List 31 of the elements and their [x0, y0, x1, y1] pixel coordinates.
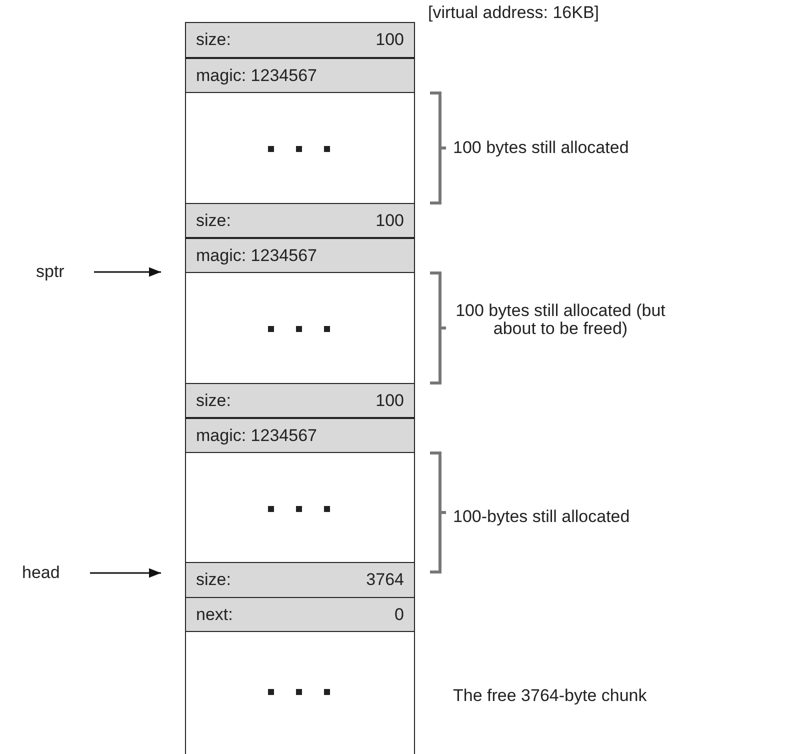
header-field: [185, 383, 415, 418]
arrow: [90, 568, 161, 578]
field-text: size:: [196, 570, 231, 590]
header-field: [185, 562, 415, 598]
annotation-text: 100-bytes still allocated: [453, 508, 630, 526]
header-field: [185, 22, 415, 58]
field-text: size:: [196, 210, 231, 230]
field-text: magic: 1234567: [196, 246, 317, 266]
annotation-text: The free 3764-byte chunk: [453, 687, 647, 705]
header-field: [185, 238, 415, 273]
field-text: magic: 1234567: [196, 66, 317, 86]
annotation-text: 100 bytes still allocated (but about to be freed): [454, 302, 666, 338]
pointer-label: sptr: [36, 262, 64, 282]
field-text: next:: [196, 604, 233, 624]
field-text: magic: 1234567: [196, 426, 317, 446]
field-text: size:: [196, 30, 231, 50]
field-text: 100: [376, 390, 404, 410]
field-text: 100: [376, 210, 404, 230]
annotation-text: 100 bytes still allocated: [453, 139, 629, 157]
header-field: [185, 418, 415, 453]
annotation-text: [virtual address: 16KB]: [428, 4, 600, 22]
pointer-label: head: [22, 563, 60, 583]
field-text: size:: [196, 390, 231, 410]
memory-region: [185, 632, 415, 754]
field-text: 100: [376, 30, 404, 50]
field-text: 0: [394, 604, 404, 624]
field-text: 3764: [366, 570, 404, 590]
header-field: [185, 203, 415, 238]
header-field: [185, 58, 415, 93]
arrow: [94, 267, 161, 277]
header-field: [185, 597, 415, 632]
